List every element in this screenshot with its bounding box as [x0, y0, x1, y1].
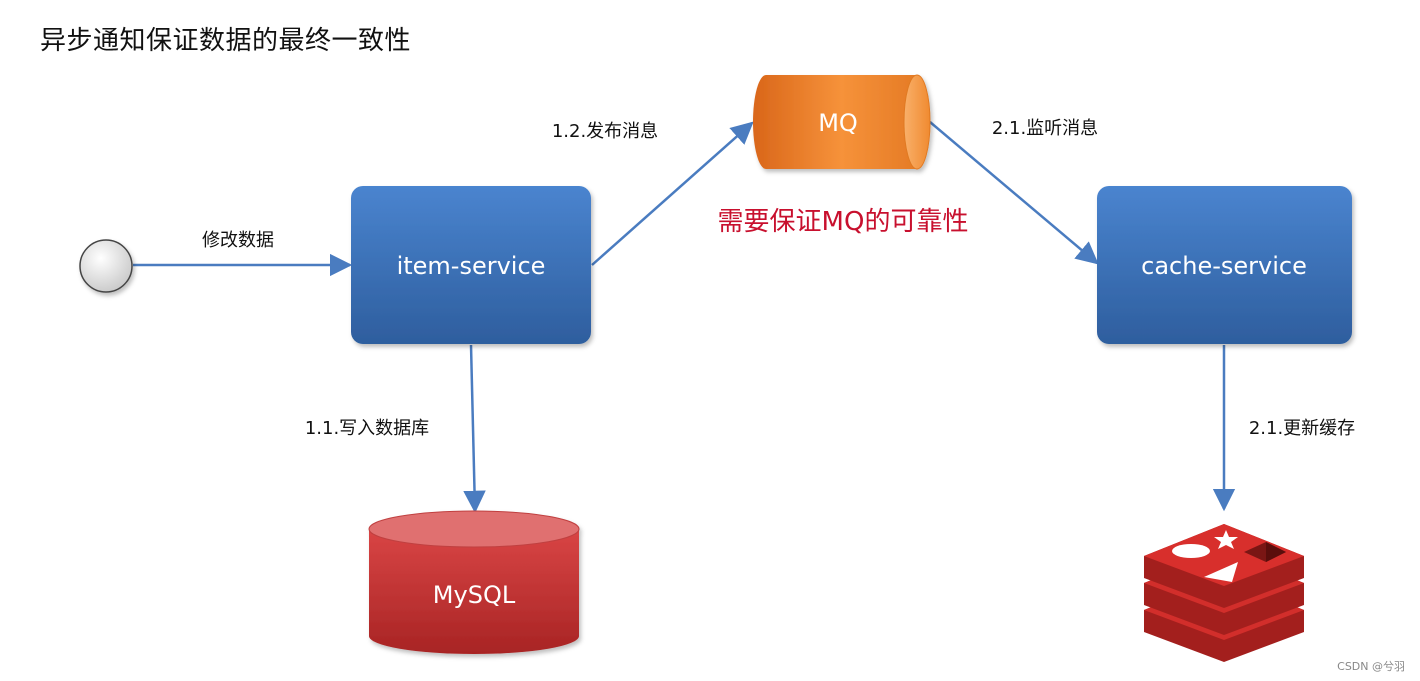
diagram-title: 异步通知保证数据的最终一致性 [40, 26, 412, 56]
reliability-note: 需要保证MQ的可靠性 [718, 207, 969, 237]
mq-node: MQ [753, 74, 931, 170]
item-service-node: item-service [351, 186, 591, 344]
item-service-label: item-service [397, 252, 546, 280]
edge-label-publish-message: 1.2.发布消息 [552, 121, 658, 142]
edge-label-write-db: 1.1.写入数据库 [305, 418, 429, 439]
redis-ellipse-shape [1172, 544, 1210, 558]
mysql-node: MySQL [368, 510, 580, 654]
edge-item-service-to-mysql [463, 344, 486, 514]
mq-label: MQ [818, 109, 858, 137]
edge-label-listen-message: 2.1.监听消息 [992, 118, 1098, 139]
cache-service-node: cache-service [1097, 186, 1352, 344]
redis-star-shape [1214, 530, 1238, 549]
edge-mq-to-cache-service [929, 121, 1099, 265]
edges [133, 121, 1236, 514]
redis-triangle-shape [1204, 562, 1238, 582]
edge-label-modify-data: 修改数据 [202, 230, 274, 251]
start-node [79, 239, 133, 293]
cache-service-label: cache-service [1141, 252, 1307, 280]
mysql-label: MySQL [433, 581, 516, 609]
edge-item-service-to-mq [591, 121, 754, 266]
edge-label-update-cache: 2.1.更新缓存 [1249, 418, 1355, 439]
redis-logo-icon [1144, 524, 1304, 662]
redis-diamond-face [1266, 542, 1286, 562]
watermark: CSDN @兮羽 [1337, 659, 1405, 673]
